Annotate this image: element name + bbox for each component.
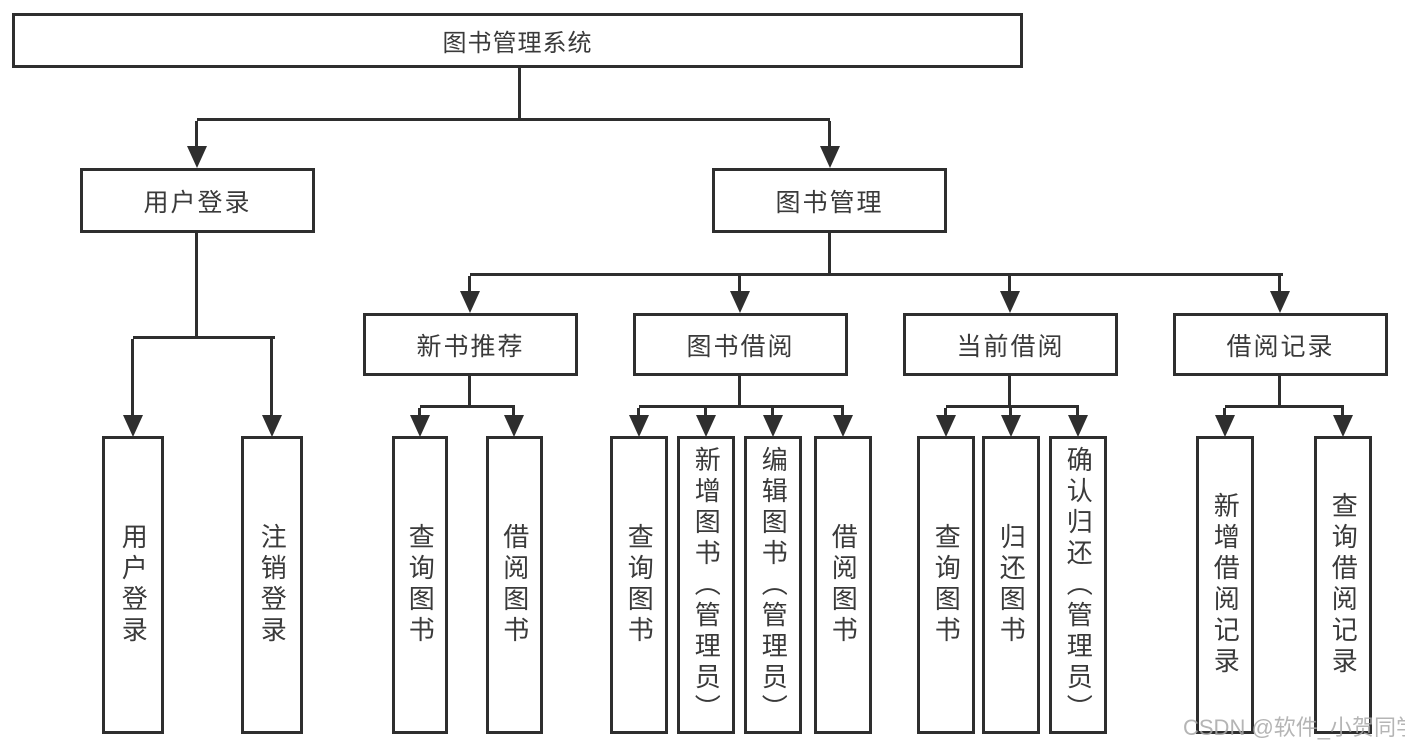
connector-drop-user-login bbox=[195, 121, 198, 146]
arrow-down-leaf-logout bbox=[262, 415, 282, 437]
connector-drop-c1 bbox=[637, 408, 640, 415]
connector-drop-leaf-logout bbox=[270, 339, 273, 415]
leaf-query-books-newrec: 查询图书 bbox=[392, 436, 448, 734]
node-book-borrow: 图书借阅 bbox=[633, 313, 848, 376]
node-current-borrow-label: 当前借阅 bbox=[956, 332, 1065, 361]
node-borrow-record-label: 借阅记录 bbox=[1226, 332, 1335, 361]
connector-drop-d3 bbox=[1076, 408, 1079, 415]
connector-drop-book-borrow bbox=[738, 276, 741, 291]
leaf-return-book-label: 归还图书 bbox=[996, 523, 1027, 647]
leaf-edit-book-admin-label: 编辑图书（管理员） bbox=[758, 445, 789, 725]
node-new-book-recommend-label: 新书推荐 bbox=[416, 332, 525, 361]
node-current-borrow: 当前借阅 bbox=[903, 313, 1118, 376]
arrow-down-c2 bbox=[696, 415, 716, 437]
connector-book-mgmt-stem bbox=[828, 233, 831, 273]
connector-current-borrow-bus bbox=[946, 405, 1079, 408]
connector-new-book-rec-bus bbox=[420, 405, 515, 408]
node-root-label: 图书管理系统 bbox=[442, 30, 593, 57]
connector-drop-book-mgmt bbox=[828, 121, 831, 146]
arrow-down-b1 bbox=[410, 415, 430, 437]
arrow-down-leaf-user-login bbox=[123, 415, 143, 437]
node-user-login: 用户登录 bbox=[80, 168, 315, 233]
connector-user-login-bus bbox=[133, 336, 275, 339]
arrow-down-e1 bbox=[1215, 415, 1235, 437]
leaf-confirm-return-admin-label: 确认归还（管理员） bbox=[1063, 445, 1094, 725]
leaf-user-login: 用户登录 bbox=[102, 436, 164, 734]
connector-user-login-stem bbox=[195, 233, 198, 336]
leaf-add-borrow-record-label: 新增借阅记录 bbox=[1210, 492, 1241, 678]
arrow-down-d1 bbox=[936, 415, 956, 437]
leaf-query-books-newrec-label: 查询图书 bbox=[405, 523, 436, 647]
leaf-borrow-books-borrow-label: 借阅图书 bbox=[828, 523, 859, 647]
arrow-down-c3 bbox=[763, 415, 783, 437]
node-borrow-record: 借阅记录 bbox=[1173, 313, 1388, 376]
connector-drop-leaf-user-login bbox=[131, 339, 134, 415]
connector-drop-d2 bbox=[1009, 408, 1012, 415]
arrow-down-book-mgmt bbox=[820, 146, 840, 168]
connector-drop-c4 bbox=[841, 408, 844, 415]
leaf-query-books-borrow: 查询图书 bbox=[610, 436, 668, 734]
leaf-borrow-books-newrec: 借阅图书 bbox=[486, 436, 543, 734]
leaf-query-books-current-label: 查询图书 bbox=[931, 523, 962, 647]
leaf-user-login-label: 用户登录 bbox=[118, 523, 149, 647]
node-user-login-label: 用户登录 bbox=[143, 188, 252, 217]
arrow-down-c1 bbox=[629, 415, 649, 437]
leaf-query-books-borrow-label: 查询图书 bbox=[624, 523, 655, 647]
leaf-query-books-current: 查询图书 bbox=[917, 436, 975, 734]
arrow-down-borrow-record bbox=[1270, 291, 1290, 313]
node-book-borrow-label: 图书借阅 bbox=[686, 332, 795, 361]
leaf-logout: 注销登录 bbox=[241, 436, 303, 734]
arrow-down-d3 bbox=[1068, 415, 1088, 437]
connector-new-book-rec-stem bbox=[468, 376, 471, 405]
arrow-down-user-login bbox=[187, 146, 207, 168]
connector-drop-b1 bbox=[418, 408, 421, 415]
leaf-add-book-admin-label: 新增图书（管理员） bbox=[691, 445, 722, 725]
arrow-down-e2 bbox=[1333, 415, 1353, 437]
connector-drop-current-borrow bbox=[1008, 276, 1011, 291]
arrow-down-new-book-rec bbox=[460, 291, 480, 313]
node-root: 图书管理系统 bbox=[12, 13, 1023, 68]
leaf-query-borrow-record: 查询借阅记录 bbox=[1314, 436, 1372, 734]
connector-drop-borrow-record bbox=[1278, 276, 1281, 291]
leaf-confirm-return-admin: 确认归还（管理员） bbox=[1049, 436, 1107, 734]
arrow-down-c4 bbox=[833, 415, 853, 437]
leaf-logout-label: 注销登录 bbox=[257, 523, 288, 647]
connector-borrow-record-stem bbox=[1278, 376, 1281, 405]
leaf-edit-book-admin: 编辑图书（管理员） bbox=[744, 436, 802, 734]
connector-root-stem bbox=[518, 68, 521, 118]
connector-drop-c2 bbox=[704, 408, 707, 415]
arrow-down-b2 bbox=[504, 415, 524, 437]
connector-level1-bus bbox=[197, 118, 830, 121]
node-new-book-recommend: 新书推荐 bbox=[363, 313, 578, 376]
connector-book-borrow-stem bbox=[738, 376, 741, 405]
connector-drop-d1 bbox=[944, 408, 947, 415]
connector-drop-b2 bbox=[512, 408, 515, 415]
arrow-down-book-borrow bbox=[730, 291, 750, 313]
connector-level2-bus bbox=[470, 273, 1283, 276]
connector-borrow-record-bus bbox=[1225, 405, 1344, 408]
connector-drop-e2 bbox=[1341, 408, 1344, 415]
connector-drop-e1 bbox=[1223, 408, 1226, 415]
leaf-add-book-admin: 新增图书（管理员） bbox=[677, 436, 735, 734]
connector-book-borrow-bus bbox=[639, 405, 844, 408]
connector-drop-c3 bbox=[771, 408, 774, 415]
leaf-query-borrow-record-label: 查询借阅记录 bbox=[1328, 492, 1359, 678]
arrow-down-current-borrow bbox=[1000, 291, 1020, 313]
node-book-management-label: 图书管理 bbox=[775, 188, 884, 217]
connector-drop-new-book-rec bbox=[468, 276, 471, 291]
leaf-borrow-books-newrec-label: 借阅图书 bbox=[499, 523, 530, 647]
csdn-watermark: CSDN @软件_小贺同学 bbox=[1183, 715, 1405, 740]
connector-current-borrow-stem bbox=[1008, 376, 1011, 405]
leaf-return-book: 归还图书 bbox=[982, 436, 1040, 734]
leaf-borrow-books-borrow: 借阅图书 bbox=[814, 436, 872, 734]
node-book-management: 图书管理 bbox=[712, 168, 947, 233]
leaf-add-borrow-record: 新增借阅记录 bbox=[1196, 436, 1254, 734]
arrow-down-d2 bbox=[1001, 415, 1021, 437]
